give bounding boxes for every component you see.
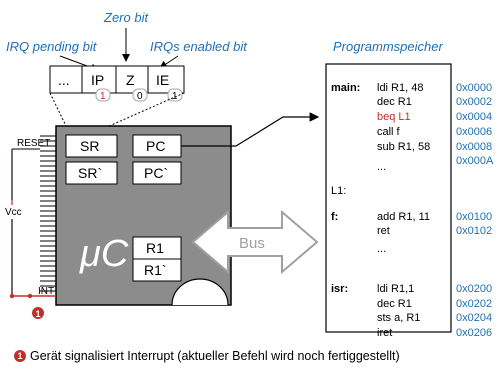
register-pc: PC (132, 134, 182, 158)
flag-cell-z: Z (126, 72, 135, 88)
address: 0x0008 (456, 141, 492, 153)
address: 0x0206 (456, 327, 492, 339)
address: 0x000A (456, 155, 494, 167)
caption-text: Gerät signalisiert Interrupt (aktueller … (30, 349, 400, 363)
code-line-current: beq L1 (377, 111, 411, 123)
interrupt-marker-number: 1 (36, 309, 41, 319)
code-label-f: f: (331, 211, 338, 223)
pc-pointer-arrow (181, 112, 320, 147)
caption: 1 Gerät signalisiert Interrupt (aktueller… (0, 349, 503, 363)
chip-pins (40, 135, 56, 297)
svg-text:R1`: R1` (144, 262, 167, 278)
programmspeicher-label: Programmspeicher (333, 39, 443, 54)
register-r1: R1 (132, 236, 182, 260)
int-node-left (9, 293, 15, 299)
bus-label: Bus (239, 235, 265, 252)
code-line: ldi R1, 48 (377, 82, 423, 94)
address: 0x0100 (456, 211, 492, 223)
register-pc-shadow: PC` (132, 161, 182, 185)
address: 0x0202 (456, 298, 492, 310)
chip-name: μC (79, 233, 129, 275)
svg-text:SR: SR (80, 138, 99, 154)
code-line: dec R1 (377, 298, 412, 310)
flag-cell-ie: IE (156, 72, 169, 88)
code-line: add R1, 11 (377, 211, 430, 223)
caption-marker: 1 (14, 350, 26, 362)
bus-arrow (191, 209, 319, 275)
flag-cell-ip: IP (91, 72, 104, 88)
code-line: ldi R1,1 (377, 283, 414, 295)
address: 0x0006 (456, 126, 492, 138)
address: 0x0000 (456, 82, 492, 94)
pin-label-int: INT (38, 286, 54, 297)
svg-text:PC: PC (146, 138, 165, 154)
status-flag-register: ... IP Z IE 1 0 1 (49, 65, 185, 102)
code-label-main: main: (331, 82, 360, 94)
vcc-label-bg (0, 205, 28, 219)
interrupt-marker (32, 307, 44, 319)
address: 0x0002 (456, 96, 492, 108)
program-memory (325, 63, 452, 333)
code-line: dec R1 (377, 96, 412, 108)
address: 0x0102 (456, 225, 492, 237)
code-line: call f (377, 126, 401, 138)
code-label-isr: isr: (331, 283, 348, 295)
code-line: sub R1, 58 (377, 141, 430, 153)
address: 0x0004 (456, 111, 492, 123)
flag-to-sr-line-right (99, 92, 185, 131)
address: 0x0204 (456, 312, 492, 324)
register-sr: SR (65, 134, 118, 158)
code-line: ... (377, 243, 386, 255)
flag-to-sr-line-left (49, 92, 69, 131)
irqs-enabled-bit-label: IRQs enabled bit (150, 39, 248, 54)
address: 0x0200 (456, 283, 492, 295)
code-label-l1: L1: (331, 185, 346, 197)
pin-label-reset: RESET (17, 138, 50, 149)
irq-pending-bit-label: IRQ pending bit (6, 39, 98, 54)
flag-value-z: 0 (137, 91, 143, 102)
chip-notch (171, 278, 229, 306)
code-line: ... (377, 161, 386, 173)
svg-text:SR`: SR` (78, 165, 102, 181)
code-line: ret (377, 225, 390, 237)
svg-text:R1: R1 (146, 240, 164, 256)
int-node-right (27, 293, 33, 299)
register-sr-shadow: SR` (65, 161, 118, 185)
pin-label-vcc: Vcc (5, 207, 22, 218)
code-line: iret (377, 327, 392, 339)
flag-value-ip: 1 (100, 91, 106, 102)
svg-text:PC`: PC` (144, 165, 168, 181)
register-r1-shadow: R1` (132, 258, 182, 282)
flag-cell-dots: ... (58, 72, 70, 88)
zero-bit-label: Zero bit (103, 10, 149, 25)
code-line: sts a, R1 (377, 312, 420, 324)
